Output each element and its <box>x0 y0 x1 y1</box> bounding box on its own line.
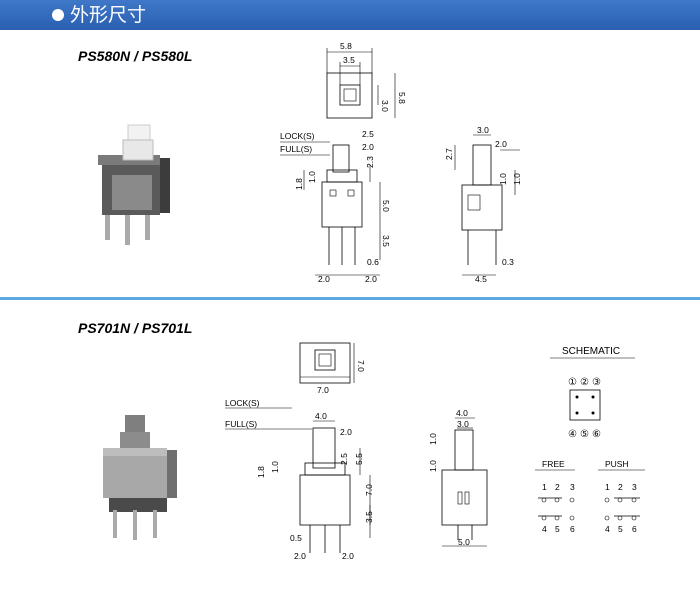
dim-label: 2.0 <box>342 551 354 561</box>
dim-label: 7.0 <box>356 360 366 372</box>
dim-label: 5.5 <box>354 453 364 465</box>
dim-label: 2.0 <box>365 274 377 284</box>
dim-label: 1.8 <box>294 178 304 190</box>
pin-num: ④ <box>568 429 577 440</box>
full-label: FULL(S) <box>280 144 312 154</box>
pin-num: 4 <box>605 524 610 534</box>
free-label: FREE <box>542 459 565 469</box>
dim-label: 2.3 <box>365 156 375 168</box>
section-header: 外形尺寸 <box>0 0 700 30</box>
dim-label: 2.0 <box>362 142 374 152</box>
pin-num: 4 <box>542 524 547 534</box>
dim-label: 4.0 <box>456 408 468 418</box>
pin-num: ⑥ <box>592 429 601 440</box>
dim-label: 2.0 <box>294 551 306 561</box>
pin-num: ③ <box>592 377 601 388</box>
dim-label: 1.0 <box>270 461 280 473</box>
pin-num: 3 <box>632 482 637 492</box>
pin-num: 6 <box>632 524 637 534</box>
dim-label: 1.0 <box>428 460 438 472</box>
side-view-ps580: 3.0 2.7 2.0 1.0 1.0 4.5 0.3 <box>444 125 522 284</box>
dim-label: 1.0 <box>428 433 438 445</box>
top-view-ps701: 7.0 7.0 <box>299 342 366 395</box>
top-view-ps580: 5.8 3.5 3.0 5.8 <box>326 41 407 119</box>
section-divider <box>0 297 700 300</box>
dim-label: 3.0 <box>457 419 469 429</box>
section-title: 外形尺寸 <box>70 4 147 26</box>
schematic: SCHEMATIC ① ② ③ ④ ⑤ ⑥ FREE PUSH 1 2 3 4 … <box>535 346 645 534</box>
dim-label: 0.5 <box>290 533 302 543</box>
switch-photo-ps701 <box>103 415 177 540</box>
dim-label: 1.0 <box>512 173 522 185</box>
dim-label: 2.7 <box>444 148 454 160</box>
model-label-ps580: PS580N / PS580L <box>78 48 193 64</box>
pin-num: 2 <box>555 482 560 492</box>
lock-label: LOCK(S) <box>225 398 260 408</box>
bullet-icon <box>52 9 64 21</box>
dim-label: 3.0 <box>380 100 390 112</box>
pin-num: ② <box>580 377 589 388</box>
side-view-ps701: 4.0 3.0 1.0 1.0 5.0 <box>428 408 488 547</box>
dim-label: 2.0 <box>318 274 330 284</box>
dim-label: 2.5 <box>339 453 349 465</box>
pin-num: 1 <box>605 482 610 492</box>
push-label: PUSH <box>605 459 629 469</box>
pin-num: 1 <box>542 482 547 492</box>
dim-label: 5.8 <box>397 92 407 104</box>
dim-label: 3.5 <box>381 235 391 247</box>
dim-label: 4.0 <box>315 411 327 421</box>
dim-label: 2.0 <box>340 427 352 437</box>
pin-num: ① <box>568 377 577 388</box>
model-label-ps701: PS701N / PS701L <box>78 320 193 336</box>
front-view-ps580: LOCK(S) FULL(S) 2.5 2.0 2.3 1.8 1.0 5.0 … <box>280 129 391 284</box>
dim-label: 3.5 <box>364 511 374 523</box>
dim-label: 0.3 <box>502 257 514 267</box>
schematic-title: SCHEMATIC <box>562 346 620 357</box>
dim-label: 3.0 <box>477 125 489 135</box>
dim-label: 5.0 <box>458 537 470 547</box>
dim-label: 5.8 <box>340 41 352 51</box>
pin-num: ⑤ <box>580 429 589 440</box>
pin-num: 3 <box>570 482 575 492</box>
dim-label: 2.5 <box>362 129 374 139</box>
dim-label: 7.0 <box>317 385 329 395</box>
dim-label: 1.0 <box>498 173 508 185</box>
pin-num: 5 <box>618 524 623 534</box>
dim-label: 3.5 <box>343 55 355 65</box>
front-view-ps701: LOCK(S) FULL(S) 4.0 2.0 2.5 5.5 1.8 1.0 … <box>225 398 374 561</box>
full-label: FULL(S) <box>225 419 257 429</box>
pin-num: 6 <box>570 524 575 534</box>
switch-photo-ps580 <box>98 124 170 245</box>
dim-label: 1.0 <box>307 171 317 183</box>
dim-label: 0.6 <box>367 257 379 267</box>
pin-num: 5 <box>555 524 560 534</box>
dim-label: 2.0 <box>495 139 507 149</box>
dim-label: 1.8 <box>256 466 266 478</box>
pin-num: 2 <box>618 482 623 492</box>
lock-label: LOCK(S) <box>280 131 315 141</box>
dim-label: 4.5 <box>475 274 487 284</box>
dim-label: 7.0 <box>364 484 374 496</box>
dim-label: 5.0 <box>381 200 391 212</box>
